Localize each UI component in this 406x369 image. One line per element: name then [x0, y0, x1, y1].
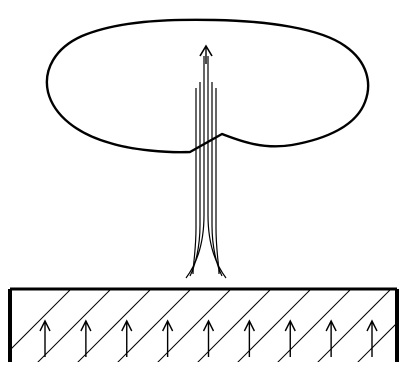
- updraft-column: [186, 46, 226, 278]
- heated-ground-slab: [0, 280, 406, 369]
